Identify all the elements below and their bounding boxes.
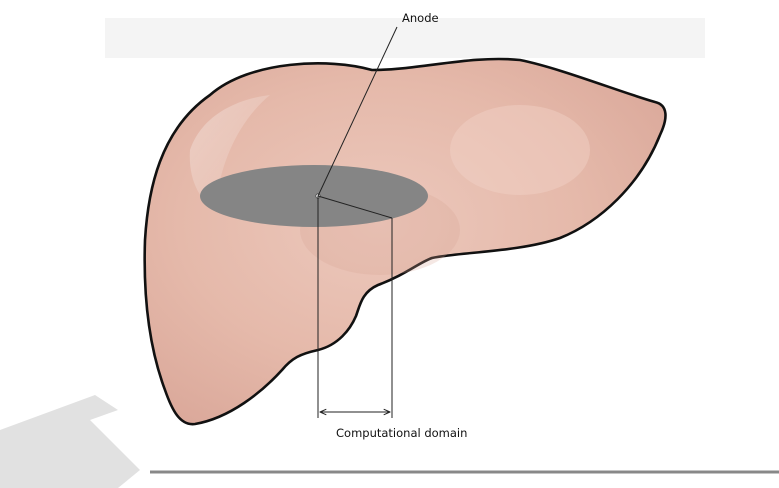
liver-highlight-right bbox=[450, 105, 590, 195]
computational-domain-label: Computational domain bbox=[336, 426, 467, 440]
ablation-zone bbox=[200, 165, 428, 227]
watermark-shape bbox=[0, 395, 140, 488]
anode-label: Anode bbox=[402, 11, 439, 25]
